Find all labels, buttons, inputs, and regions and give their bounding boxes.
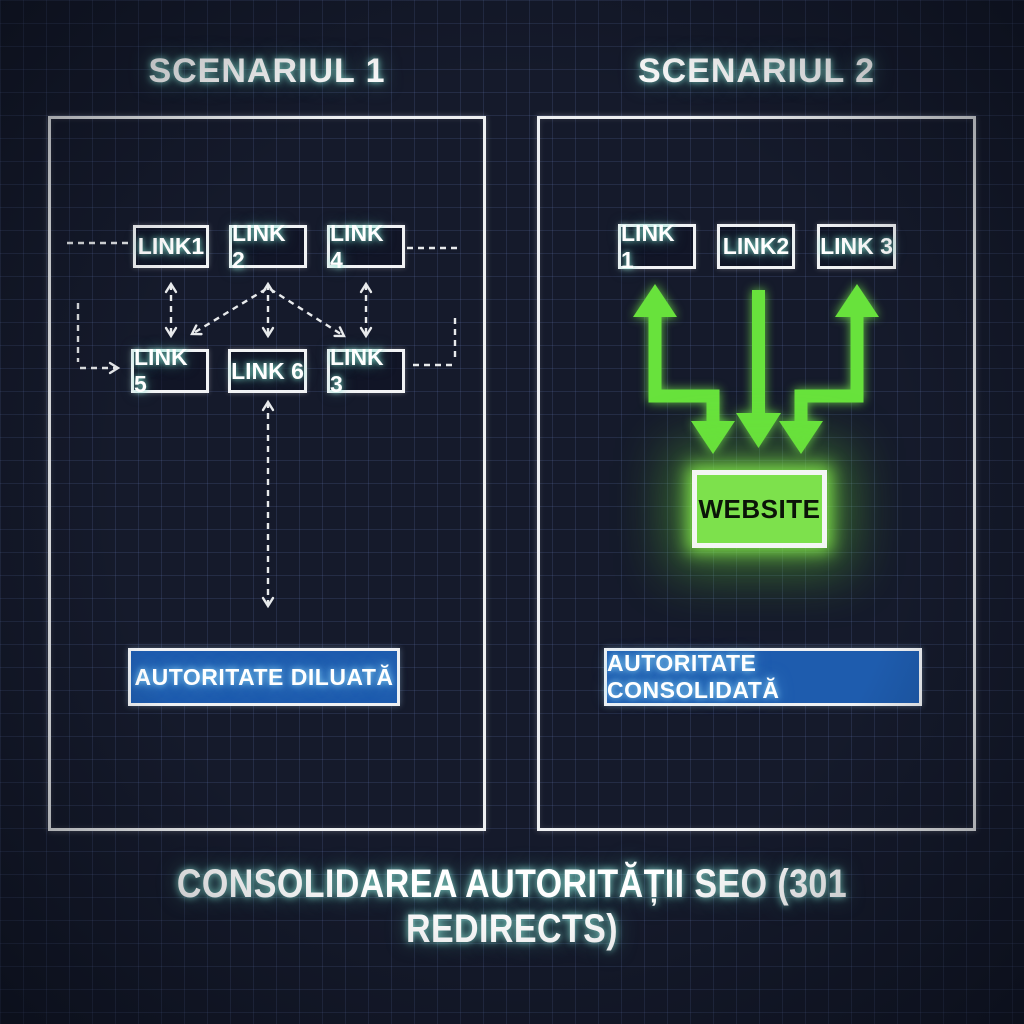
scenario1-dashed-arrows xyxy=(63,241,457,609)
dashed-arrow-link2-link5 xyxy=(190,287,267,336)
s1-link6-box: LINK 6 xyxy=(228,349,307,393)
s2-link1-box: LINK 1 xyxy=(618,220,696,273)
green-arrowhead-right-up xyxy=(835,284,879,317)
s1-link5-box: LINK 5 xyxy=(131,344,209,397)
scenario1-title: SCENARIUL 1 xyxy=(148,52,386,90)
green-arrowhead-left-up xyxy=(633,284,677,317)
s1-link2-box: LINK 2 xyxy=(229,220,307,273)
green-arrowhead-right-down xyxy=(779,421,823,454)
green-arrowhead-left-down xyxy=(691,421,735,454)
banner-autoritate-consolidata: AUTORITATE CONSOLIDATĂ xyxy=(604,648,922,706)
green-arrow-middle-shaft xyxy=(752,290,765,416)
green-arrow-left-shaft xyxy=(648,303,720,424)
footer-title-text: CONSOLIDAREA AUTORITĂȚII SEO (301 REDIRE… xyxy=(176,862,848,951)
s1-link4-box: LINK 4 xyxy=(327,220,405,273)
footer-title: CONSOLIDAREA AUTORITĂȚII SEO (301 REDIRE… xyxy=(0,862,1024,952)
scenario2-title: SCENARIUL 2 xyxy=(637,52,876,90)
dashed-arrow-link2-link3 xyxy=(269,287,346,338)
s1-link1-box: LINK1 xyxy=(133,225,209,268)
s1-link3-box: LINK 3 xyxy=(327,344,405,397)
s2-link3-box: LINK 3 xyxy=(817,224,896,269)
banner-autoritate-diluata: AUTORITATE DILUATĂ xyxy=(128,648,400,706)
website-box: WEBSITE xyxy=(692,470,827,548)
s2-link2-box: LINK2 xyxy=(717,224,795,269)
green-arrowhead-middle-down xyxy=(736,413,781,448)
green-arrow-right-shaft xyxy=(794,303,864,424)
scenario2-green-arrows xyxy=(633,284,879,454)
